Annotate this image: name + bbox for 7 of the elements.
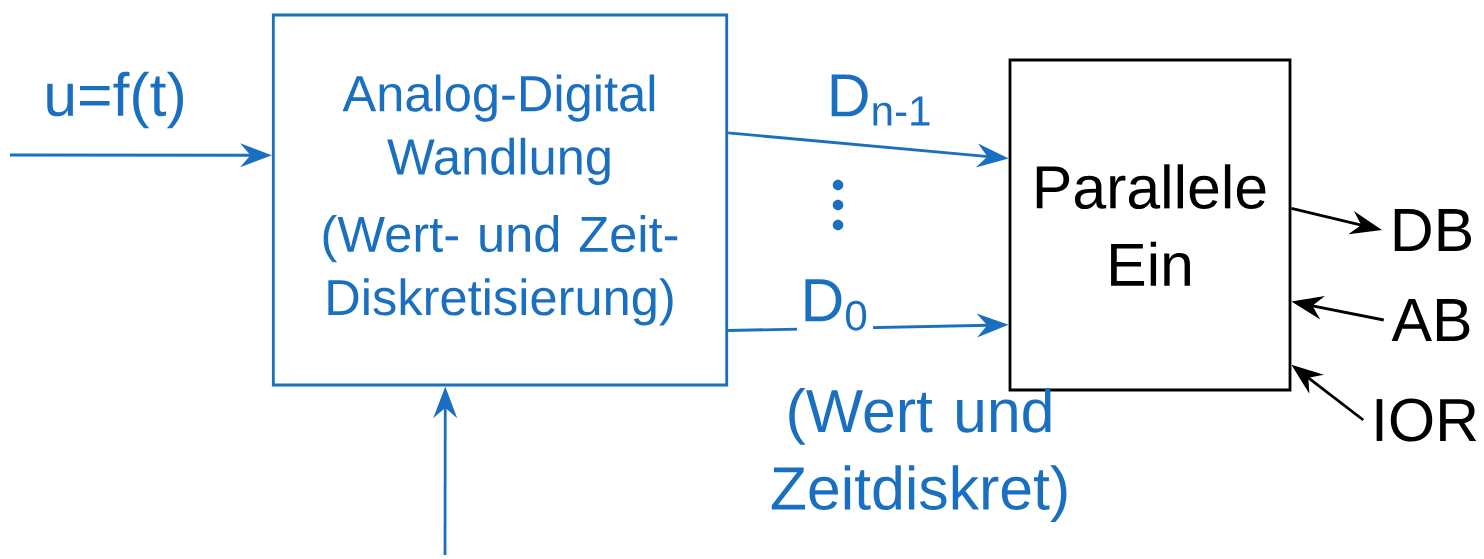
process-box: Analog-Digital Wandlung (Wert- und Zeit-Diskretisierung) xyxy=(271,13,729,387)
edge-label: D$_{n-1}$ xyxy=(823,71,937,129)
edge-label: D$_{0}$ xyxy=(796,275,874,335)
signal-label: IOR xyxy=(1376,398,1477,442)
signal-label: DB xyxy=(1394,209,1471,251)
edge-label: u=f(t) xyxy=(39,68,191,132)
signal-label: AB xyxy=(1391,299,1470,341)
